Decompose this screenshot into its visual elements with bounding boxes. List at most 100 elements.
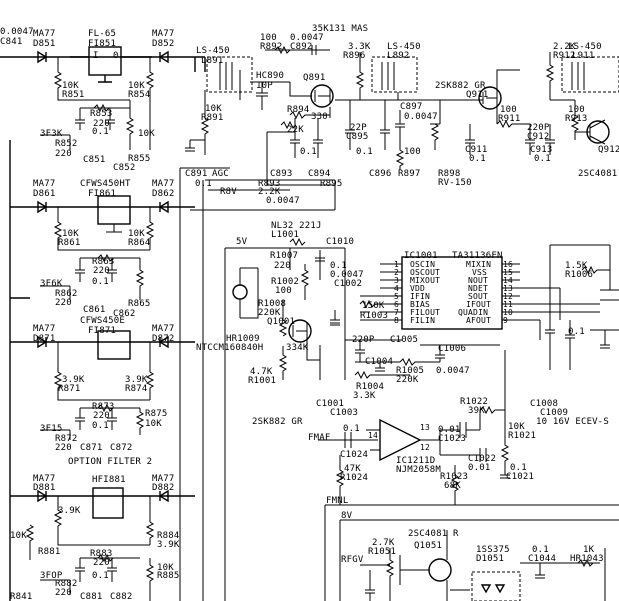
ic-pin-label: MIXIN — [466, 260, 492, 269]
label: 3.3K — [353, 391, 376, 401]
label: 0.1 — [356, 147, 373, 157]
label: R1001 — [248, 376, 277, 386]
label: C1004 — [365, 357, 394, 367]
ic-pin-label: IFIN — [410, 292, 431, 301]
label: LS-450 — [568, 42, 602, 52]
label: 0.01 — [438, 425, 461, 435]
label: 2SK882 GR — [435, 81, 486, 91]
label: 100 — [404, 147, 421, 157]
label: 10K — [128, 81, 145, 91]
label: 3.9K — [125, 375, 148, 385]
ic-pin-number: 11 — [503, 300, 514, 309]
label: R885 — [157, 571, 180, 581]
label: C894 — [308, 169, 331, 179]
ic-pin-label: QUADIN — [458, 308, 489, 317]
label: 0.1 — [510, 463, 527, 473]
label: C1022 — [468, 454, 497, 464]
label: Q1051 — [414, 541, 443, 551]
label: 0.01 — [468, 463, 491, 473]
label: C893 — [270, 169, 293, 179]
label: R873 — [92, 402, 115, 412]
label: R911 — [498, 114, 521, 124]
ic-pin-number: 2 — [394, 268, 400, 277]
label: 10K — [10, 531, 27, 541]
label: C872 — [110, 443, 133, 453]
label: D861 — [33, 189, 56, 199]
label: 10K — [62, 81, 79, 91]
label: 3F3K — [40, 129, 63, 139]
label: R882 — [55, 579, 78, 589]
label: C1001 — [316, 399, 345, 409]
label: 0.1 — [330, 261, 347, 271]
label: C892 — [290, 42, 313, 52]
label: L1001 — [271, 230, 300, 240]
label: 68K — [444, 481, 461, 491]
label: L911 — [572, 51, 595, 61]
label: R1007 — [270, 251, 299, 261]
label: 39K — [468, 406, 485, 416]
label: C851 — [83, 155, 106, 165]
opamp-pin: 13 — [420, 423, 431, 432]
label: C1005 — [390, 335, 419, 345]
label: 1.5K — [565, 261, 588, 271]
label: C1002 — [334, 279, 363, 289]
label: R854 — [128, 90, 151, 100]
label: C891 — [185, 169, 208, 179]
label: 3.3K — [348, 42, 371, 52]
label: D872 — [152, 334, 175, 344]
label: R1051 — [368, 547, 397, 557]
ic-pin-number: 13 — [503, 284, 514, 293]
label: 0.1 — [195, 179, 212, 189]
label: 0.1 — [92, 127, 109, 137]
label: MA77 — [33, 474, 56, 484]
opamp-pin: 14 — [368, 431, 379, 440]
label: 220K — [396, 375, 419, 385]
label: C895 — [346, 132, 369, 142]
label: 3F15 — [40, 424, 63, 434]
label: 220 — [55, 149, 72, 159]
label: 220P — [527, 123, 550, 133]
ic-pin-number: 7 — [394, 308, 400, 317]
label: 2SK882 GR — [252, 417, 303, 427]
ic-pin-label: NOUT — [468, 276, 489, 285]
label: 0.0047 — [404, 112, 438, 122]
label: 330 — [311, 112, 328, 122]
label: 3.9K — [58, 506, 81, 516]
label: R884 — [157, 531, 180, 541]
label: C881 — [80, 592, 103, 601]
label: 22P — [350, 123, 367, 133]
label: 0.1 — [532, 545, 549, 555]
label: C912 — [527, 132, 550, 142]
label: 10K — [62, 229, 79, 239]
label: MA77 — [33, 179, 56, 189]
label: Q911 — [466, 90, 489, 100]
label: 1K — [583, 545, 595, 555]
label: NJM2058M — [396, 465, 441, 475]
label: R896 — [343, 51, 366, 61]
label: 220 — [93, 266, 110, 276]
label: R875 — [145, 409, 168, 419]
label: TA31136FN — [452, 251, 503, 261]
label: 0.1 — [469, 154, 486, 164]
label: 3.9K — [157, 540, 180, 550]
ic-pin-number: 12 — [503, 292, 514, 301]
label: R1005 — [396, 366, 425, 376]
label: C841 — [0, 37, 23, 47]
label: 10K — [205, 104, 222, 114]
label: 0 — [113, 51, 119, 61]
label: 220 — [55, 588, 72, 598]
label: RFGV — [341, 555, 364, 565]
label: 10P — [256, 81, 273, 91]
label: D852 — [152, 39, 175, 49]
label: 0.0047 — [330, 270, 364, 280]
label: 10K — [128, 229, 145, 239]
label: C896 — [369, 169, 392, 179]
label: 3F6K — [40, 279, 63, 289]
label: 10 16V ECEV-S — [536, 417, 610, 427]
label: R897 — [398, 169, 421, 179]
ic-pin-label: MIXOUT — [410, 276, 441, 285]
label: C1044 — [528, 554, 557, 564]
label: FI851 — [88, 39, 117, 49]
label: R861 — [58, 238, 81, 248]
label: IC1001 — [404, 251, 438, 261]
